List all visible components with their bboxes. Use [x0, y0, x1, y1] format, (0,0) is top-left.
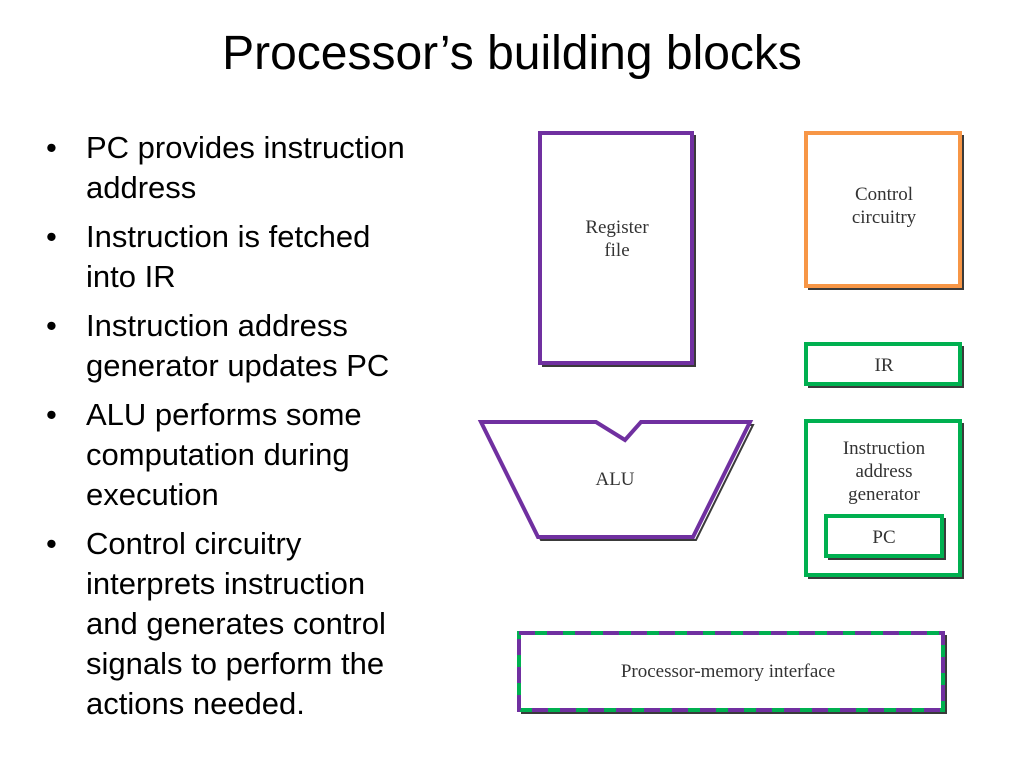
- ir-label: IR: [875, 355, 894, 376]
- bullet-line: Instruction is fetched: [86, 219, 371, 254]
- bullet-line: signals to perform the: [86, 646, 385, 681]
- bullet-line: and generates control: [86, 606, 386, 641]
- pc-block: PC: [824, 514, 946, 560]
- bullet-item: • Instruction address generator updates …: [42, 306, 452, 386]
- bullet-item: • Instruction is fetched into IR: [42, 217, 452, 297]
- register-file-label-line: file: [604, 240, 629, 261]
- bullet-line: Instruction address: [86, 308, 348, 343]
- control-circuitry-label-line: Control: [855, 184, 913, 205]
- bullet-dot: •: [46, 526, 57, 561]
- bullet-dot: •: [46, 219, 57, 254]
- bullet-line: PC provides instruction: [86, 130, 405, 165]
- register-file-label-line: Register: [585, 217, 649, 238]
- ir-block: IR: [804, 342, 964, 388]
- bullet-line: generator updates PC: [86, 348, 390, 383]
- register-file-block: Register file: [538, 131, 696, 367]
- bullet-line: execution: [86, 477, 219, 512]
- bullet-item: • ALU performs some computation during e…: [42, 395, 452, 515]
- pmi-label: Processor-memory interface: [621, 661, 835, 682]
- processor-memory-interface-block: Processor-memory interface: [517, 631, 947, 714]
- control-circuitry-block: Control circuitry: [804, 131, 964, 290]
- pc-label: PC: [872, 527, 895, 548]
- alu-block: ALU: [477, 420, 755, 541]
- bullet-line: address: [86, 170, 197, 205]
- pmi-box-dash: [517, 631, 945, 712]
- bullet-line: into IR: [86, 259, 176, 294]
- control-circuitry-box: [804, 131, 962, 288]
- bullet-line: actions needed.: [86, 686, 305, 721]
- alu-shape: [477, 420, 754, 539]
- bullet-item: • Control circuitry interprets instructi…: [42, 524, 452, 724]
- bullet-line: computation during: [86, 437, 350, 472]
- bullet-dot: •: [46, 397, 57, 432]
- bullet-dot: •: [46, 308, 57, 343]
- bullet-line: Control circuitry: [86, 526, 302, 561]
- alu-label: ALU: [595, 469, 634, 490]
- bullet-list: • PC provides instruction address • Inst…: [42, 128, 452, 733]
- iag-label-line: Instruction: [843, 438, 926, 459]
- bullet-line: interprets instruction: [86, 566, 366, 601]
- control-circuitry-label-line: circuitry: [852, 207, 917, 228]
- slide-title: Processor’s building blocks: [222, 27, 802, 80]
- iag-label-line: generator: [848, 484, 920, 505]
- bullet-item: • PC provides instruction address: [42, 128, 452, 208]
- ir-box: [804, 342, 962, 386]
- bullet-line: ALU performs some: [86, 397, 362, 432]
- pc-box: [824, 514, 944, 558]
- iag-label-line: address: [856, 461, 913, 482]
- bullet-dot: •: [46, 130, 57, 165]
- register-file-box: [538, 131, 694, 365]
